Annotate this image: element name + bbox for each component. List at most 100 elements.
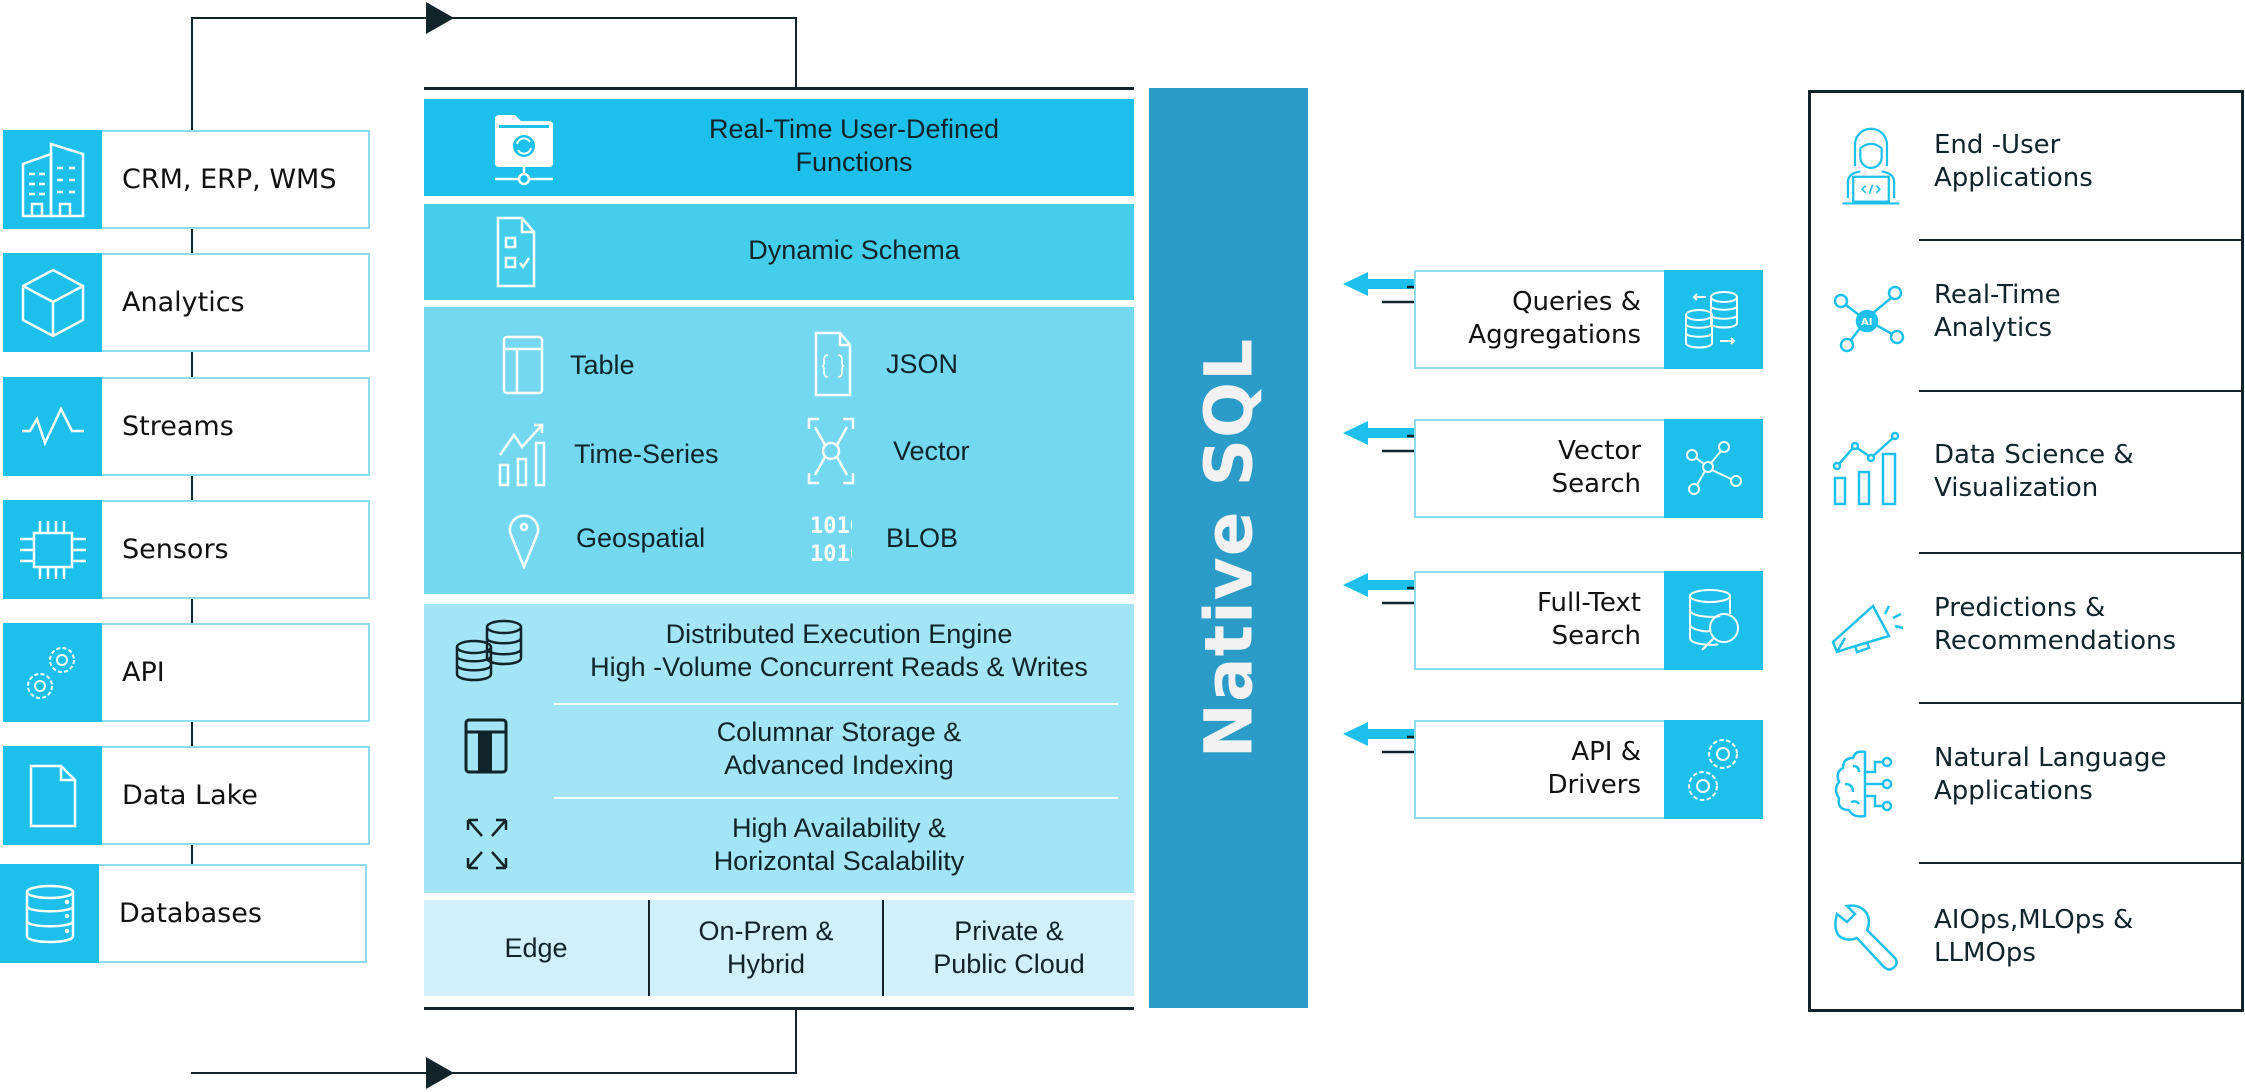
ai-network-icon: AI bbox=[1833, 285, 1905, 353]
app-label: Predictions & Recommendations bbox=[1934, 592, 2176, 658]
app-natural-language[interactable]: Natural Language Applications bbox=[1811, 704, 2241, 864]
loop-bottom-horizontal bbox=[191, 1072, 797, 1074]
data-type-vector: Vector bbox=[807, 417, 970, 485]
db-search-icon bbox=[1664, 571, 1763, 670]
access-queries-aggregations[interactable]: Queries & Aggregations bbox=[1414, 270, 1763, 369]
data-type-geospatial: Geospatial bbox=[508, 507, 705, 569]
app-line1: AIOps,MLOps & bbox=[1934, 905, 2134, 935]
engine-divider bbox=[554, 797, 1118, 799]
access-line2: Aggregations bbox=[1468, 320, 1641, 350]
deployment-line1: Edge bbox=[504, 932, 568, 963]
data-types-panel: Table JSON Time-Series Vector Geospatial… bbox=[424, 307, 1134, 594]
access-line2: Search bbox=[1551, 621, 1641, 651]
engine-line2: Advanced Indexing bbox=[724, 750, 954, 780]
access-full-text-search[interactable]: Full-Text Search bbox=[1414, 571, 1763, 670]
source-streams[interactable]: Streams bbox=[3, 377, 370, 476]
deployment-on-prem: On-Prem & Hybrid bbox=[650, 900, 884, 996]
wrench-icon bbox=[1834, 904, 1898, 971]
source-data-lake[interactable]: Data Lake bbox=[3, 746, 370, 845]
engine-text: Distributed Execution Engine High -Volum… bbox=[554, 618, 1124, 684]
source-api[interactable]: API bbox=[3, 623, 370, 722]
data-type-json: JSON bbox=[814, 331, 958, 397]
udf-title-line1: Real-Time User-Defined bbox=[708, 114, 1000, 144]
app-line2: Recommendations bbox=[1934, 626, 2177, 656]
source-label: Data Lake bbox=[122, 780, 258, 811]
app-aiops[interactable]: AIOps,MLOps & LLMOps bbox=[1811, 864, 2241, 1009]
source-sensors[interactable]: Sensors bbox=[3, 500, 370, 599]
app-line1: Natural Language bbox=[1934, 743, 2167, 773]
access-line2: Search bbox=[1551, 469, 1641, 499]
deployment-line1: Private & bbox=[954, 916, 1064, 946]
app-line1: Real-Time bbox=[1934, 280, 2061, 310]
app-label: AIOps,MLOps & LLMOps bbox=[1934, 904, 2133, 970]
db-sync-icon bbox=[1664, 270, 1763, 369]
access-vector-search[interactable]: Vector Search bbox=[1414, 419, 1763, 518]
expand-icon bbox=[466, 818, 508, 870]
data-type-blob: 1010 1010 BLOB bbox=[810, 511, 958, 565]
arrow-right-icon bbox=[426, 2, 454, 34]
engine-divider bbox=[554, 703, 1118, 705]
app-real-time-analytics[interactable]: AI Real-Time Analytics bbox=[1811, 241, 2241, 391]
access-api-drivers[interactable]: API & Drivers bbox=[1414, 720, 1763, 819]
engine-panel: Distributed Execution Engine High -Volum… bbox=[424, 604, 1134, 893]
app-label: Natural Language Applications bbox=[1934, 742, 2166, 808]
loop-top-horizontal bbox=[191, 17, 797, 19]
data-type-label: JSON bbox=[886, 348, 959, 379]
database-icon bbox=[0, 864, 99, 963]
app-label: Real-Time Analytics bbox=[1934, 279, 2061, 345]
data-type-label: Table bbox=[570, 349, 635, 380]
loop-left-vertical bbox=[191, 17, 193, 963]
data-type-table: Table bbox=[502, 335, 635, 395]
app-divider bbox=[1919, 239, 2244, 241]
app-divider bbox=[1919, 862, 2244, 864]
cube-icon bbox=[3, 253, 102, 352]
building-icon bbox=[3, 130, 102, 229]
engine-row-availability: High Availability & Horizontal Scalabili… bbox=[424, 798, 1134, 894]
access-label: API & Drivers bbox=[1547, 736, 1641, 802]
deployment-line2: Public Cloud bbox=[933, 949, 1085, 979]
access-line2: Drivers bbox=[1547, 770, 1641, 800]
chart-icon bbox=[1832, 431, 1900, 506]
map-pin-icon bbox=[508, 514, 540, 569]
access-line1: Queries & bbox=[1512, 287, 1641, 317]
chip-icon bbox=[3, 500, 102, 599]
engine-line1: High Availability & bbox=[731, 813, 947, 843]
dynamic-schema-label: Dynamic Schema bbox=[748, 235, 960, 265]
deployment-line1: On-Prem & bbox=[698, 916, 834, 946]
source-label: Sensors bbox=[122, 534, 229, 565]
pulse-icon bbox=[3, 377, 102, 476]
time-series-icon bbox=[498, 423, 546, 487]
app-end-user[interactable]: End -User Applications bbox=[1811, 93, 2241, 240]
access-label: Vector Search bbox=[1552, 435, 1641, 501]
source-crm-erp-wms[interactable]: CRM, ERP, WMS bbox=[3, 130, 370, 229]
source-databases[interactable]: Databases bbox=[0, 864, 367, 963]
native-sql-bar: Native SQL bbox=[1149, 88, 1308, 1008]
source-label: Analytics bbox=[122, 287, 245, 318]
source-analytics[interactable]: Analytics bbox=[3, 253, 370, 352]
dynamic-schema-panel: Dynamic Schema bbox=[424, 204, 1134, 300]
app-line1: End -User bbox=[1934, 130, 2061, 160]
app-predictions[interactable]: Predictions & Recommendations bbox=[1811, 554, 2241, 704]
deployment-cloud: Private & Public Cloud bbox=[884, 900, 1134, 996]
deployment-line2: Hybrid bbox=[726, 949, 806, 979]
data-type-label: Geospatial bbox=[576, 522, 706, 553]
folder-sync-icon bbox=[495, 115, 553, 186]
graph-nodes-icon bbox=[1664, 419, 1763, 518]
brain-circuit-icon bbox=[1834, 750, 1893, 818]
source-label: API bbox=[122, 657, 165, 688]
json-file-icon bbox=[814, 331, 852, 397]
developer-icon bbox=[1842, 127, 1900, 205]
arrow-right-icon bbox=[426, 1057, 454, 1089]
app-data-science[interactable]: Data Science & Visualization bbox=[1811, 392, 2241, 554]
data-type-label: Vector bbox=[893, 435, 970, 466]
engine-row-distributed: Distributed Execution Engine High -Volum… bbox=[424, 604, 1134, 700]
databases-icon bbox=[455, 619, 523, 682]
gears-icon bbox=[3, 623, 102, 722]
engine-text: Columnar Storage & Advanced Indexing bbox=[554, 716, 1124, 782]
udf-title-line2: Functions bbox=[795, 147, 913, 177]
app-line2: Visualization bbox=[1934, 473, 2099, 503]
svg-text:1010: 1010 bbox=[810, 514, 852, 539]
table-icon bbox=[502, 335, 544, 395]
svg-text:1010: 1010 bbox=[810, 542, 852, 565]
app-divider bbox=[1919, 702, 2244, 704]
